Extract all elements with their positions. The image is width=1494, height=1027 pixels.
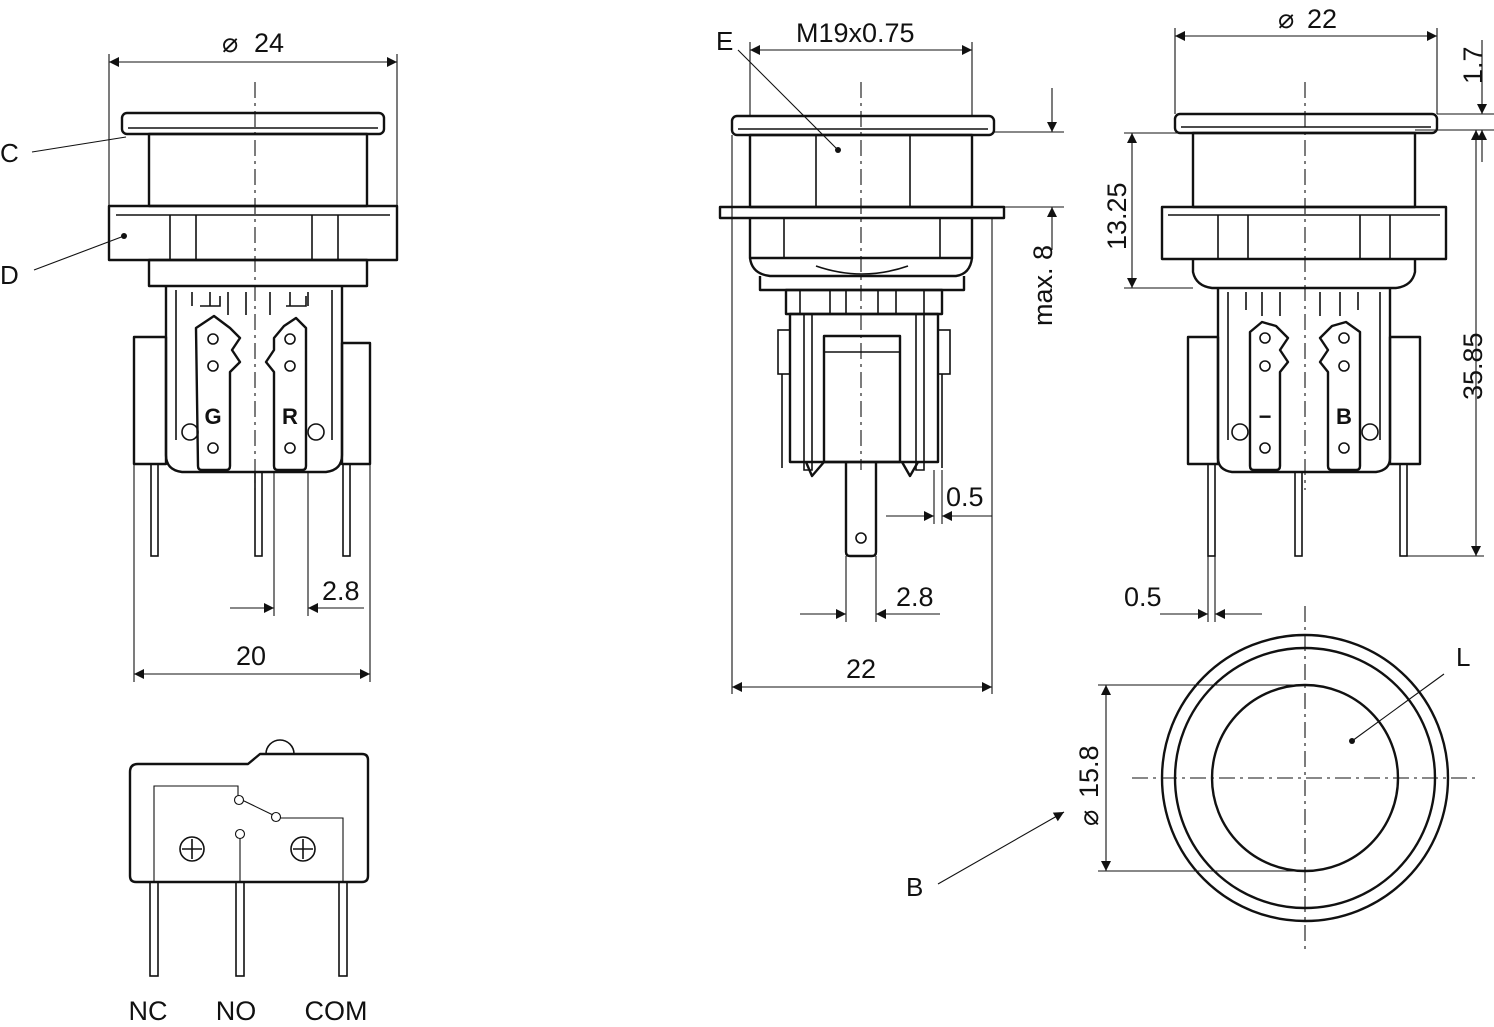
rear-left-lug [1186,335,1220,466]
front-housing [164,286,344,474]
callout-c: C [0,138,19,168]
side-plunger [822,334,902,464]
schematic-pin-nc [149,881,159,977]
front-width-label: 20 [236,641,266,671]
schematic-label-nc: NC [129,996,168,1026]
side-center-pin [844,462,878,558]
schematic-hole-left [179,836,205,862]
side-thread-label: M19x0.75 [796,18,915,48]
rear-collar-height-label: 13.25 [1102,182,1132,250]
schematic-pin-no [235,881,245,977]
switch-schematic: NC NO COM [128,739,370,1026]
side-switch-top [784,288,944,316]
side-width-label: 22 [846,654,876,684]
front-left-lug [132,335,168,466]
rear-pin-left [1207,463,1216,557]
side-flange [718,205,1006,220]
callout-l: L [1456,642,1470,672]
schematic-actuator [265,739,295,755]
top-view: ⌀ 15.8 L B [906,606,1478,950]
rear-diameter-label: 22 [1307,4,1337,34]
terminal-g-mark: G [204,404,221,429]
top-diameter-label: 15.8 [1074,745,1104,798]
front-collar [147,258,369,288]
front-body [147,132,369,208]
side-cap [730,114,996,137]
front-view: G R ⌀ 24 2.8 20 C D [0,28,399,682]
rear-cap [1173,112,1439,135]
terminal-b [1318,320,1362,472]
front-diameter-symbol: ⌀ [222,28,238,58]
rear-pin-thickness-label: 0.5 [1124,582,1162,612]
front-cap [120,111,386,136]
rear-pin-right [1399,463,1408,557]
side-pin-spacing-label: 2.8 [896,582,934,612]
side-pin-thickness-label: 0.5 [946,482,984,512]
rear-pin-center [1294,471,1303,557]
top-diameter-symbol: ⌀ [1074,810,1104,826]
terminal-r-mark: R [282,404,298,429]
front-pin-nc [150,463,159,557]
schematic-body [128,752,370,884]
front-pin-com [342,463,351,557]
side-right-tab [937,329,951,375]
terminal-b-mark: B [1336,404,1352,429]
terminal-minus-mark: − [1259,404,1272,429]
front-right-lug [340,341,372,466]
terminal-minus [1248,320,1290,472]
front-pin-spacing-label: 2.8 [322,576,360,606]
front-pin-no [254,471,263,557]
rear-right-lug [1388,335,1422,466]
side-left-tab [777,329,791,375]
schematic-label-no: NO [216,996,257,1026]
callout-d: D [0,260,19,290]
schematic-pin-com [338,881,348,977]
rear-housing [1216,288,1392,474]
rear-total-height-label: 35.85 [1458,332,1488,400]
front-flange [107,204,399,262]
rear-collar [1191,259,1417,290]
schematic-label-com: COM [305,996,368,1026]
terminal-r [264,316,308,472]
rear-flange [1160,205,1448,261]
side-view: M19x0.75 E max. 8 0.5 2.8 22 [716,18,1064,694]
front-diameter-label: 24 [254,28,284,58]
terminal-g [194,314,242,472]
rear-body [1191,131,1417,209]
rear-diameter-symbol: ⌀ [1278,4,1294,34]
rear-view: − B ⌀ 22 1.7 13.25 35.85 [1102,4,1494,622]
callout-e: E [716,26,733,56]
schematic-hole-right [290,836,316,862]
callout-b: B [906,872,923,902]
side-max-depth-label: max. 8 [1028,245,1058,326]
rear-cap-height-label: 1.7 [1458,46,1488,84]
